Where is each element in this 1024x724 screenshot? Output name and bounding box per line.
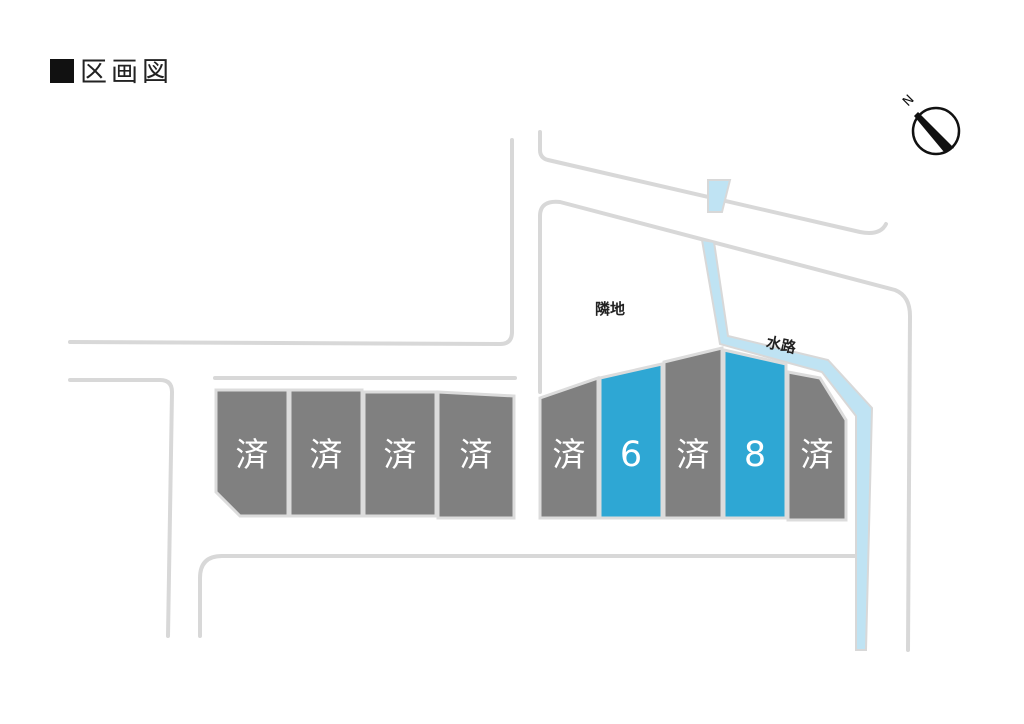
lot-6-label: 6 (620, 435, 642, 475)
lot-2[interactable] (288, 388, 364, 518)
neighbor-land-label: 隣地 (595, 300, 625, 318)
lot-5[interactable] (538, 375, 600, 520)
lot-7-label: 済 (677, 435, 710, 474)
lot-1[interactable] (214, 388, 290, 518)
lot-4-label: 済 (460, 435, 493, 474)
lot-1-label: 済 (236, 435, 269, 474)
lot-8[interactable] (722, 348, 788, 520)
page-title: 区画図 (50, 50, 173, 89)
lot-group (214, 346, 848, 522)
lot-8-label: 8 (744, 435, 766, 475)
compass-north-label: N (900, 92, 917, 109)
lot-4[interactable] (436, 390, 516, 520)
lot-9-label: 済 (801, 435, 834, 474)
waterway (700, 179, 874, 651)
lot-3[interactable] (362, 390, 438, 518)
lot-3-label: 済 (384, 435, 417, 474)
lot-6[interactable] (598, 362, 664, 520)
compass-icon: N (900, 92, 961, 156)
lot-7[interactable] (662, 346, 724, 520)
road-lines (68, 130, 912, 652)
page-title-text: 区画図 (80, 57, 173, 88)
lot-2-label: 済 (310, 435, 343, 474)
lot-labels: 済 済 済 済 済 6 済 8 済 (236, 435, 834, 475)
lot-9[interactable] (786, 370, 848, 522)
square-bullet-icon (50, 59, 74, 83)
lot-5-label: 済 (553, 435, 586, 474)
